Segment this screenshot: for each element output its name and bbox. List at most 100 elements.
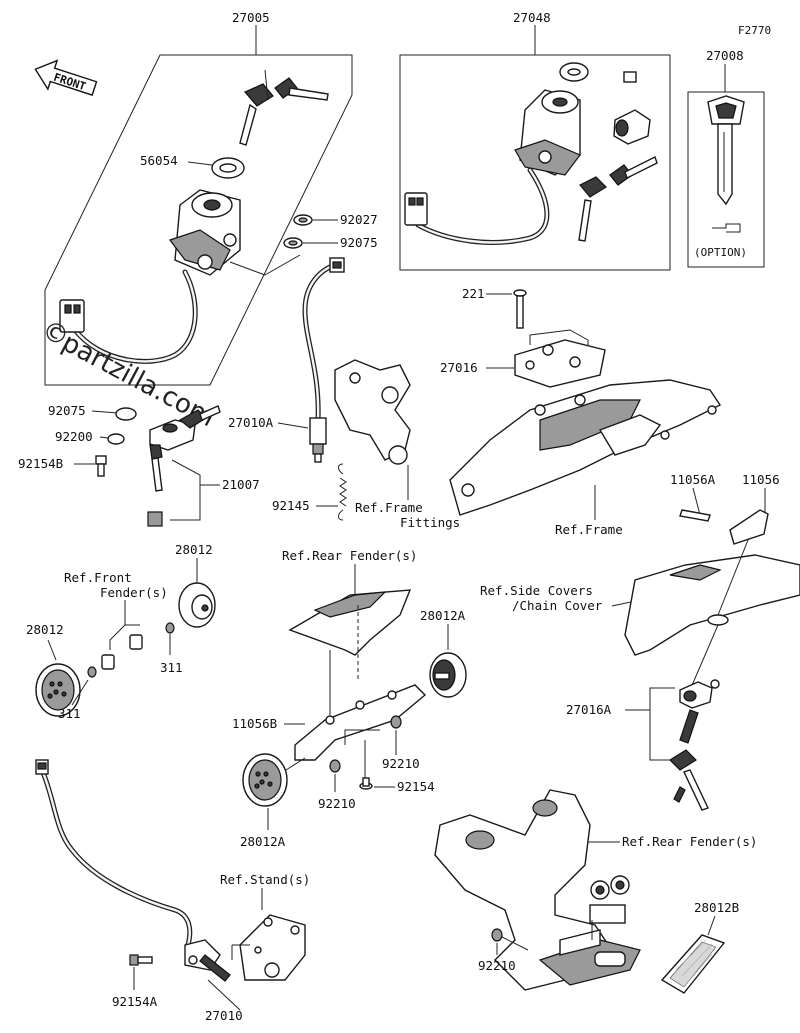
label-92154A: 92154A [112,994,158,1009]
label-11056: 11056 [742,472,780,487]
frame-icon [449,379,722,516]
option-label: (OPTION) [694,246,747,259]
key-profile-icon [712,223,741,233]
ref-stand: Ref.Stand(s) [220,872,310,887]
side-cover-group: 11056A 11056 Ref.Side Covers /Chain Cove… [480,472,800,811]
reflector-icon [242,753,288,807]
label-92210-bottom: 92210 [478,958,516,973]
washer-icon [115,407,137,421]
switch-bracket-icon [514,339,606,388]
reflector-bracket-icon [294,684,427,761]
ref-front-fender-2: Fender(s) [100,585,168,600]
label-311-right: 311 [160,660,183,675]
rectangular-reflector-icon [660,934,726,994]
spring-icon [338,463,347,521]
frame-fitting-bracket-icon [334,359,411,465]
key-icon [239,69,329,146]
label-27016A: 27016A [566,702,612,717]
key-lock-set-icon [149,405,221,492]
reflector-icon [35,663,81,717]
nut-icon [329,759,341,773]
rear-fender-group: Ref.Rear Fender(s) 92210 28012B [434,789,757,994]
label-311-left: 311 [58,706,81,721]
label-28012A-top: 28012A [420,608,466,623]
lock-cylinder-icon [613,71,651,145]
label-92027: 92027 [340,212,378,227]
side-cover-icon [624,554,800,656]
label-21007: 21007 [222,477,260,492]
label-28012-top: 28012 [175,542,213,557]
label-221: 221 [462,286,485,301]
option-key-group: F2770 27008 (OPTION) [687,24,771,268]
rear-fender-icon [434,789,641,991]
ref-side-covers-2: /Chain Cover [512,598,603,613]
label-27010: 27010 [205,1008,243,1023]
reflector-icon [429,652,467,698]
frame-group: 221 27016 Ref.Frame [440,286,722,537]
rear-fender-icon [288,589,412,656]
bolt-icon [513,289,527,329]
key-icon [669,709,709,811]
label-11056B: 11056B [232,716,277,731]
label-92154B: 92154B [18,456,63,471]
label-56054: 56054 [140,153,178,168]
ref-front-fender-1: Ref.Front [64,570,132,585]
label-27048: 27048 [513,10,551,25]
label-92075-lower: 92075 [48,403,86,418]
bracket-icon [729,509,769,545]
label-27008: 27008 [706,48,744,63]
label-92154: 92154 [397,779,435,794]
bolt-icon [95,455,107,477]
bolt-icon [129,954,153,966]
front-reflector-group: 28012 Ref.Front Fender(s) 311 28012 [26,542,216,721]
spacer-icon [101,634,143,670]
label-28012B: 28012B [694,900,739,915]
washer-icon [107,433,125,445]
group-outline-27005 [44,54,353,386]
label-27016: 27016 [440,360,478,375]
label-92200: 92200 [55,429,93,444]
front-arrow-badge: FRONT [34,59,98,96]
nut-icon [87,666,97,678]
switch-sensor-icon [309,417,327,463]
ref-side-covers-1: Ref.Side Covers [480,583,593,598]
ref-frame: Ref.Frame [555,522,623,537]
ignition-switch-icon [514,89,581,176]
ref-rear-fender-top: Ref.Rear Fender(s) [282,548,417,563]
label-11056A: 11056A [670,472,716,487]
group-outline-27008 [687,91,765,268]
diagram-code: F2770 [738,24,771,37]
sensor-bracket-group: 27010A 92145 Ref.Frame Fittings [228,257,460,530]
bolt-icon [359,777,373,790]
connector-icon [59,299,85,333]
label-92145: 92145 [272,498,310,513]
reflector-icon [178,582,216,628]
label-92210-right: 92210 [382,756,420,771]
label-27005: 27005 [232,10,270,25]
stand-bracket-icon [239,914,306,981]
nut-icon [390,715,402,729]
nut-icon [491,928,503,942]
label-28012A-bottom: 28012A [240,834,286,849]
lock-set-group: 27048 [399,10,671,271]
connector-icon [35,759,49,775]
label-92210-center: 92210 [318,796,356,811]
connector-icon [404,192,428,226]
lock-cylinder-group: 92075 92200 92154B 21007 [18,403,260,527]
ignition-switch-icon [169,189,241,276]
side-stand-switch-icon [184,939,231,982]
stand-switch-group: Ref.Stand(s) 27010 92154A [35,759,310,1023]
ignition-switch-assembly-group: 27005 FRONT 56054 [34,10,378,433]
nut-icon [165,622,175,634]
ref-frame-fittings-1: Ref.Frame [355,500,423,515]
key-blank-icon [707,95,745,206]
connector-icon [329,257,345,273]
rear-reflector-bracket-group: Ref.Rear Fender(s) 28012A 11056B 92210 [232,548,467,849]
label-92075-upper: 92075 [340,235,378,250]
lock-cylinder-icon [147,511,163,527]
ref-rear-fender-bottom: Ref.Rear Fender(s) [622,834,757,849]
key-icon [578,156,658,242]
label-28012-left: 28012 [26,622,64,637]
bracket-icon [679,509,711,522]
